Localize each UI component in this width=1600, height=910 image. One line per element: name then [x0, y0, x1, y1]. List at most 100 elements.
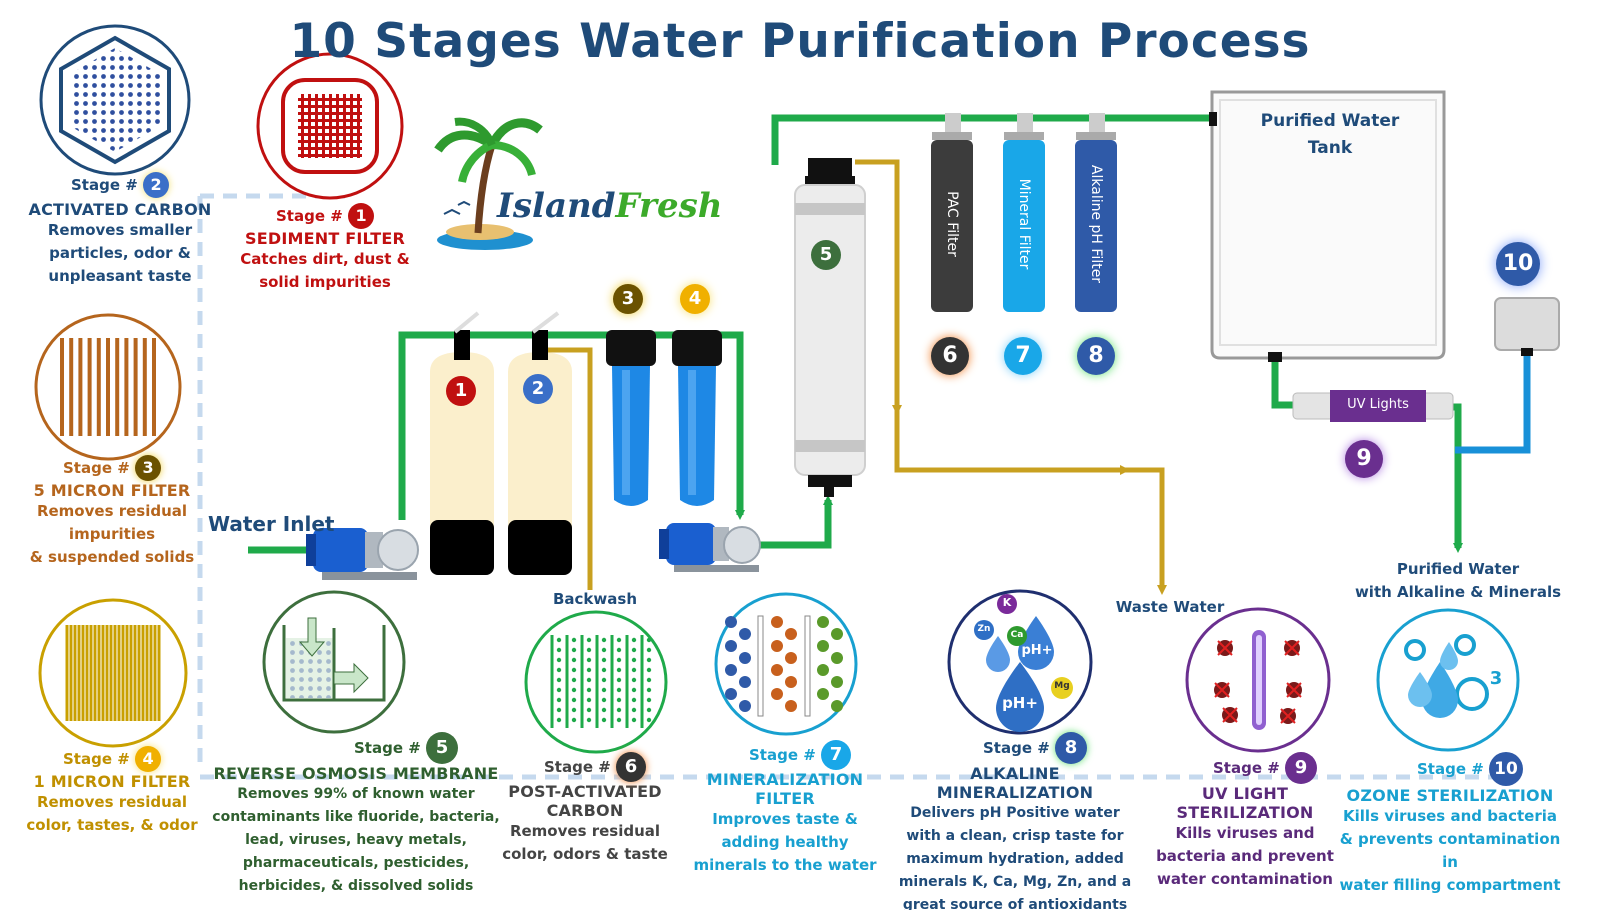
stage-2-desc-line: Removes smaller [47, 221, 193, 239]
carbon-dot [586, 717, 592, 723]
carbon-dot [556, 657, 562, 663]
stage-10-line: Stage # 10 [1330, 752, 1570, 786]
carbon-dot [646, 637, 652, 643]
stage-8-desc-line: great source of antioxidants [902, 897, 1128, 910]
stage-1-desc: Catches dirt, dust & solid impurities [225, 248, 425, 294]
stage-6-desc: Removes residual color, odors & taste [500, 820, 670, 866]
mineral-dot [771, 640, 783, 652]
mineral-dot [785, 628, 797, 640]
stage-10-word: Stage # [1416, 760, 1484, 778]
carbon-dot [556, 717, 562, 723]
carbon-dot [646, 687, 652, 693]
stage-1-card: Stage # 1 SEDIMENT FILTER Catches dirt, … [225, 203, 425, 294]
carbon-dot [571, 687, 577, 693]
carbon-dot [586, 707, 592, 713]
stage-6-card: Stage # 6 POST-ACTIVATED CARBON Removes … [500, 752, 670, 866]
stage-4-card: Stage # 4 1 MICRON FILTER Removes residu… [12, 746, 212, 837]
mineral-dot [771, 616, 783, 628]
carbon-dot [631, 667, 637, 673]
mineral-dot [831, 676, 843, 688]
stage-8-card: Stage # 8 ALKALINE MINERALIZATION Delive… [890, 732, 1140, 910]
carbon-dot [571, 677, 577, 683]
stage-5-desc-line: contaminants like fluoride, bacteria, [212, 809, 500, 825]
mineral-dot [725, 640, 737, 652]
stage-10-desc: Kills viruses and bacteria & prevents co… [1330, 805, 1570, 897]
stage-6-desc-line: color, odors & taste [502, 845, 668, 863]
stage-3-line: Stage # 3 [12, 455, 212, 481]
stage-1-desc-line: Catches dirt, dust & [240, 250, 410, 268]
page-title: 10 Stages Water Purification Process [289, 14, 1311, 69]
mineral-dot [725, 616, 737, 628]
carbon-dot [601, 677, 607, 683]
icon-text-k: K [1002, 596, 1012, 609]
purified-label-line1: Purified Water [1396, 560, 1520, 578]
stage-3-word: Stage # [62, 459, 130, 477]
icon-text-mg: Mg [1054, 681, 1070, 691]
stage-8-desc-line: Delivers pH Positive water [910, 805, 1120, 821]
stage-5-desc-line: herbicides, & dissolved solids [238, 878, 474, 894]
stage-1-desc-line: solid impurities [259, 273, 391, 291]
carbon-dot [646, 707, 652, 713]
equipment-badge-4: 4 [680, 284, 710, 314]
mineral-dot [771, 664, 783, 676]
carbon-dot [646, 677, 652, 683]
bacteria-cross [1214, 682, 1230, 698]
carbon-dot [616, 647, 622, 653]
mineral-dot [831, 652, 843, 664]
carbon-dot [601, 717, 607, 723]
stage-8-line: Stage # 8 [890, 732, 1140, 764]
post-carbon-icon [524, 610, 668, 754]
equipment-badge-8: 8 [1077, 337, 1115, 375]
stage-4-desc-line: color, tastes, & odor [26, 816, 198, 834]
uv-light-unit [1292, 390, 1454, 422]
waste-pipes [540, 159, 1167, 595]
mineral-dot [725, 664, 737, 676]
waste-water-label: Waste Water [1115, 598, 1225, 616]
ozone-sterilization-icon [1376, 608, 1520, 752]
carbon-dot [601, 657, 607, 663]
tank-label: Purified Water Tank [1240, 108, 1420, 162]
stage-8-title: ALKALINE MINERALIZATION [936, 764, 1094, 802]
stage-9-word: Stage # [1212, 759, 1280, 777]
mineral-dot [739, 700, 751, 712]
stage-2-desc: Removes smaller particles, odor & unplea… [20, 219, 220, 288]
stage-2-card: Stage # 2 ACTIVATED CARBON Removes small… [20, 172, 220, 288]
carbon-dot [586, 667, 592, 673]
stage-9-title: UV LIGHT STERILIZATION [1150, 784, 1340, 822]
stage-6-title-line: CARBON [546, 801, 624, 820]
stage-3-desc-line: & suspended solids [29, 548, 195, 566]
stage-5-line: Stage # 5 [206, 732, 506, 764]
mineral-dot [785, 652, 797, 664]
stage-9-desc-line: Kills viruses and [1175, 824, 1315, 842]
mineral-dot [831, 628, 843, 640]
mineral-dot [817, 688, 829, 700]
tank-label-line2: Tank [1307, 138, 1353, 158]
stage-5-desc-line: Removes 99% of known water [237, 786, 475, 802]
pac-filter-cartridge [931, 113, 973, 312]
ro-membrane-housing [794, 158, 866, 497]
purified-water-tank [1209, 90, 1446, 362]
booster-pump [659, 523, 761, 572]
alkaline-mineral-icon [947, 589, 1093, 735]
equipment-badge-1: 1 [446, 376, 476, 406]
carbon-dot [556, 667, 562, 673]
carbon-dot [586, 697, 592, 703]
stage-7-title-line: FILTER [755, 789, 815, 808]
carbon-dot [601, 697, 607, 703]
stage-10-desc-line: water filling compartment [1339, 876, 1561, 894]
stage-3-title: 5 MICRON FILTER [33, 481, 191, 500]
stage-9-card: Stage # 9 UV LIGHT STERILIZATION Kills v… [1150, 752, 1340, 891]
mineral-dot [817, 664, 829, 676]
icon-text-ph-large: pH+ [1002, 694, 1038, 712]
carbon-dot [646, 667, 652, 673]
uv-lights-label: UV Lights [1347, 397, 1409, 412]
stage-7-line: Stage # 7 [690, 740, 880, 770]
mineral-filter-cartridge [1003, 113, 1045, 312]
carbon-dot [586, 687, 592, 693]
stage-1-badge: 1 [348, 203, 375, 229]
stage-5-word: Stage # [353, 739, 421, 757]
stage-8-desc-line: with a clean, crisp taste for [906, 828, 1124, 844]
stage-6-word: Stage # [543, 758, 611, 776]
stage-6-badge: 6 [616, 752, 647, 782]
carbon-dot [601, 667, 607, 673]
